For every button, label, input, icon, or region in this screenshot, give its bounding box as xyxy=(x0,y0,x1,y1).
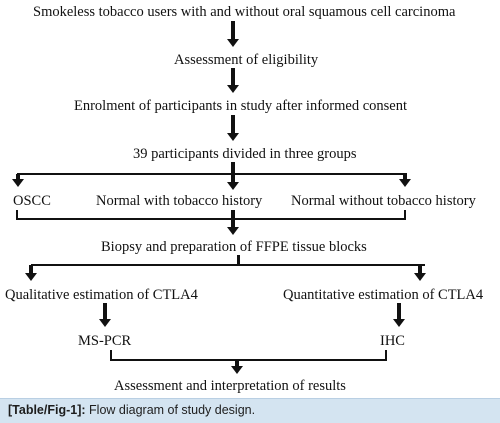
node-qualitative: Qualitative estimation of CTLA4 xyxy=(5,287,198,303)
node-ms-pcr: MS-PCR xyxy=(78,333,132,349)
figure-caption-label: [Table/Fig-1]: xyxy=(8,403,86,417)
node-enrolment: Enrolment of participants in study after… xyxy=(74,98,408,114)
node-eligibility: Assessment of eligibility xyxy=(174,52,319,68)
node-assessment: Assessment and interpretation of results xyxy=(114,378,346,394)
node-normal-without-tobacco: Normal without tobacco history xyxy=(291,193,476,209)
figure-caption-bar: [Table/Fig-1]: Flow diagram of study des… xyxy=(0,398,500,423)
node-normal-with-tobacco: Normal with tobacco history xyxy=(96,193,263,209)
figure-caption: [Table/Fig-1]: Flow diagram of study des… xyxy=(8,403,255,417)
node-tobacco-users: Smokeless tobacco users with and without… xyxy=(33,4,456,20)
node-quantitative: Quantitative estimation of CTLA4 xyxy=(283,287,484,303)
node-ihc: IHC xyxy=(380,333,405,349)
node-oscc: OSCC xyxy=(13,193,51,209)
figure-caption-text: Flow diagram of study design. xyxy=(89,403,256,417)
node-biopsy: Biopsy and preparation of FFPE tissue bl… xyxy=(101,239,367,255)
node-groups: 39 participants divided in three groups xyxy=(133,146,357,162)
